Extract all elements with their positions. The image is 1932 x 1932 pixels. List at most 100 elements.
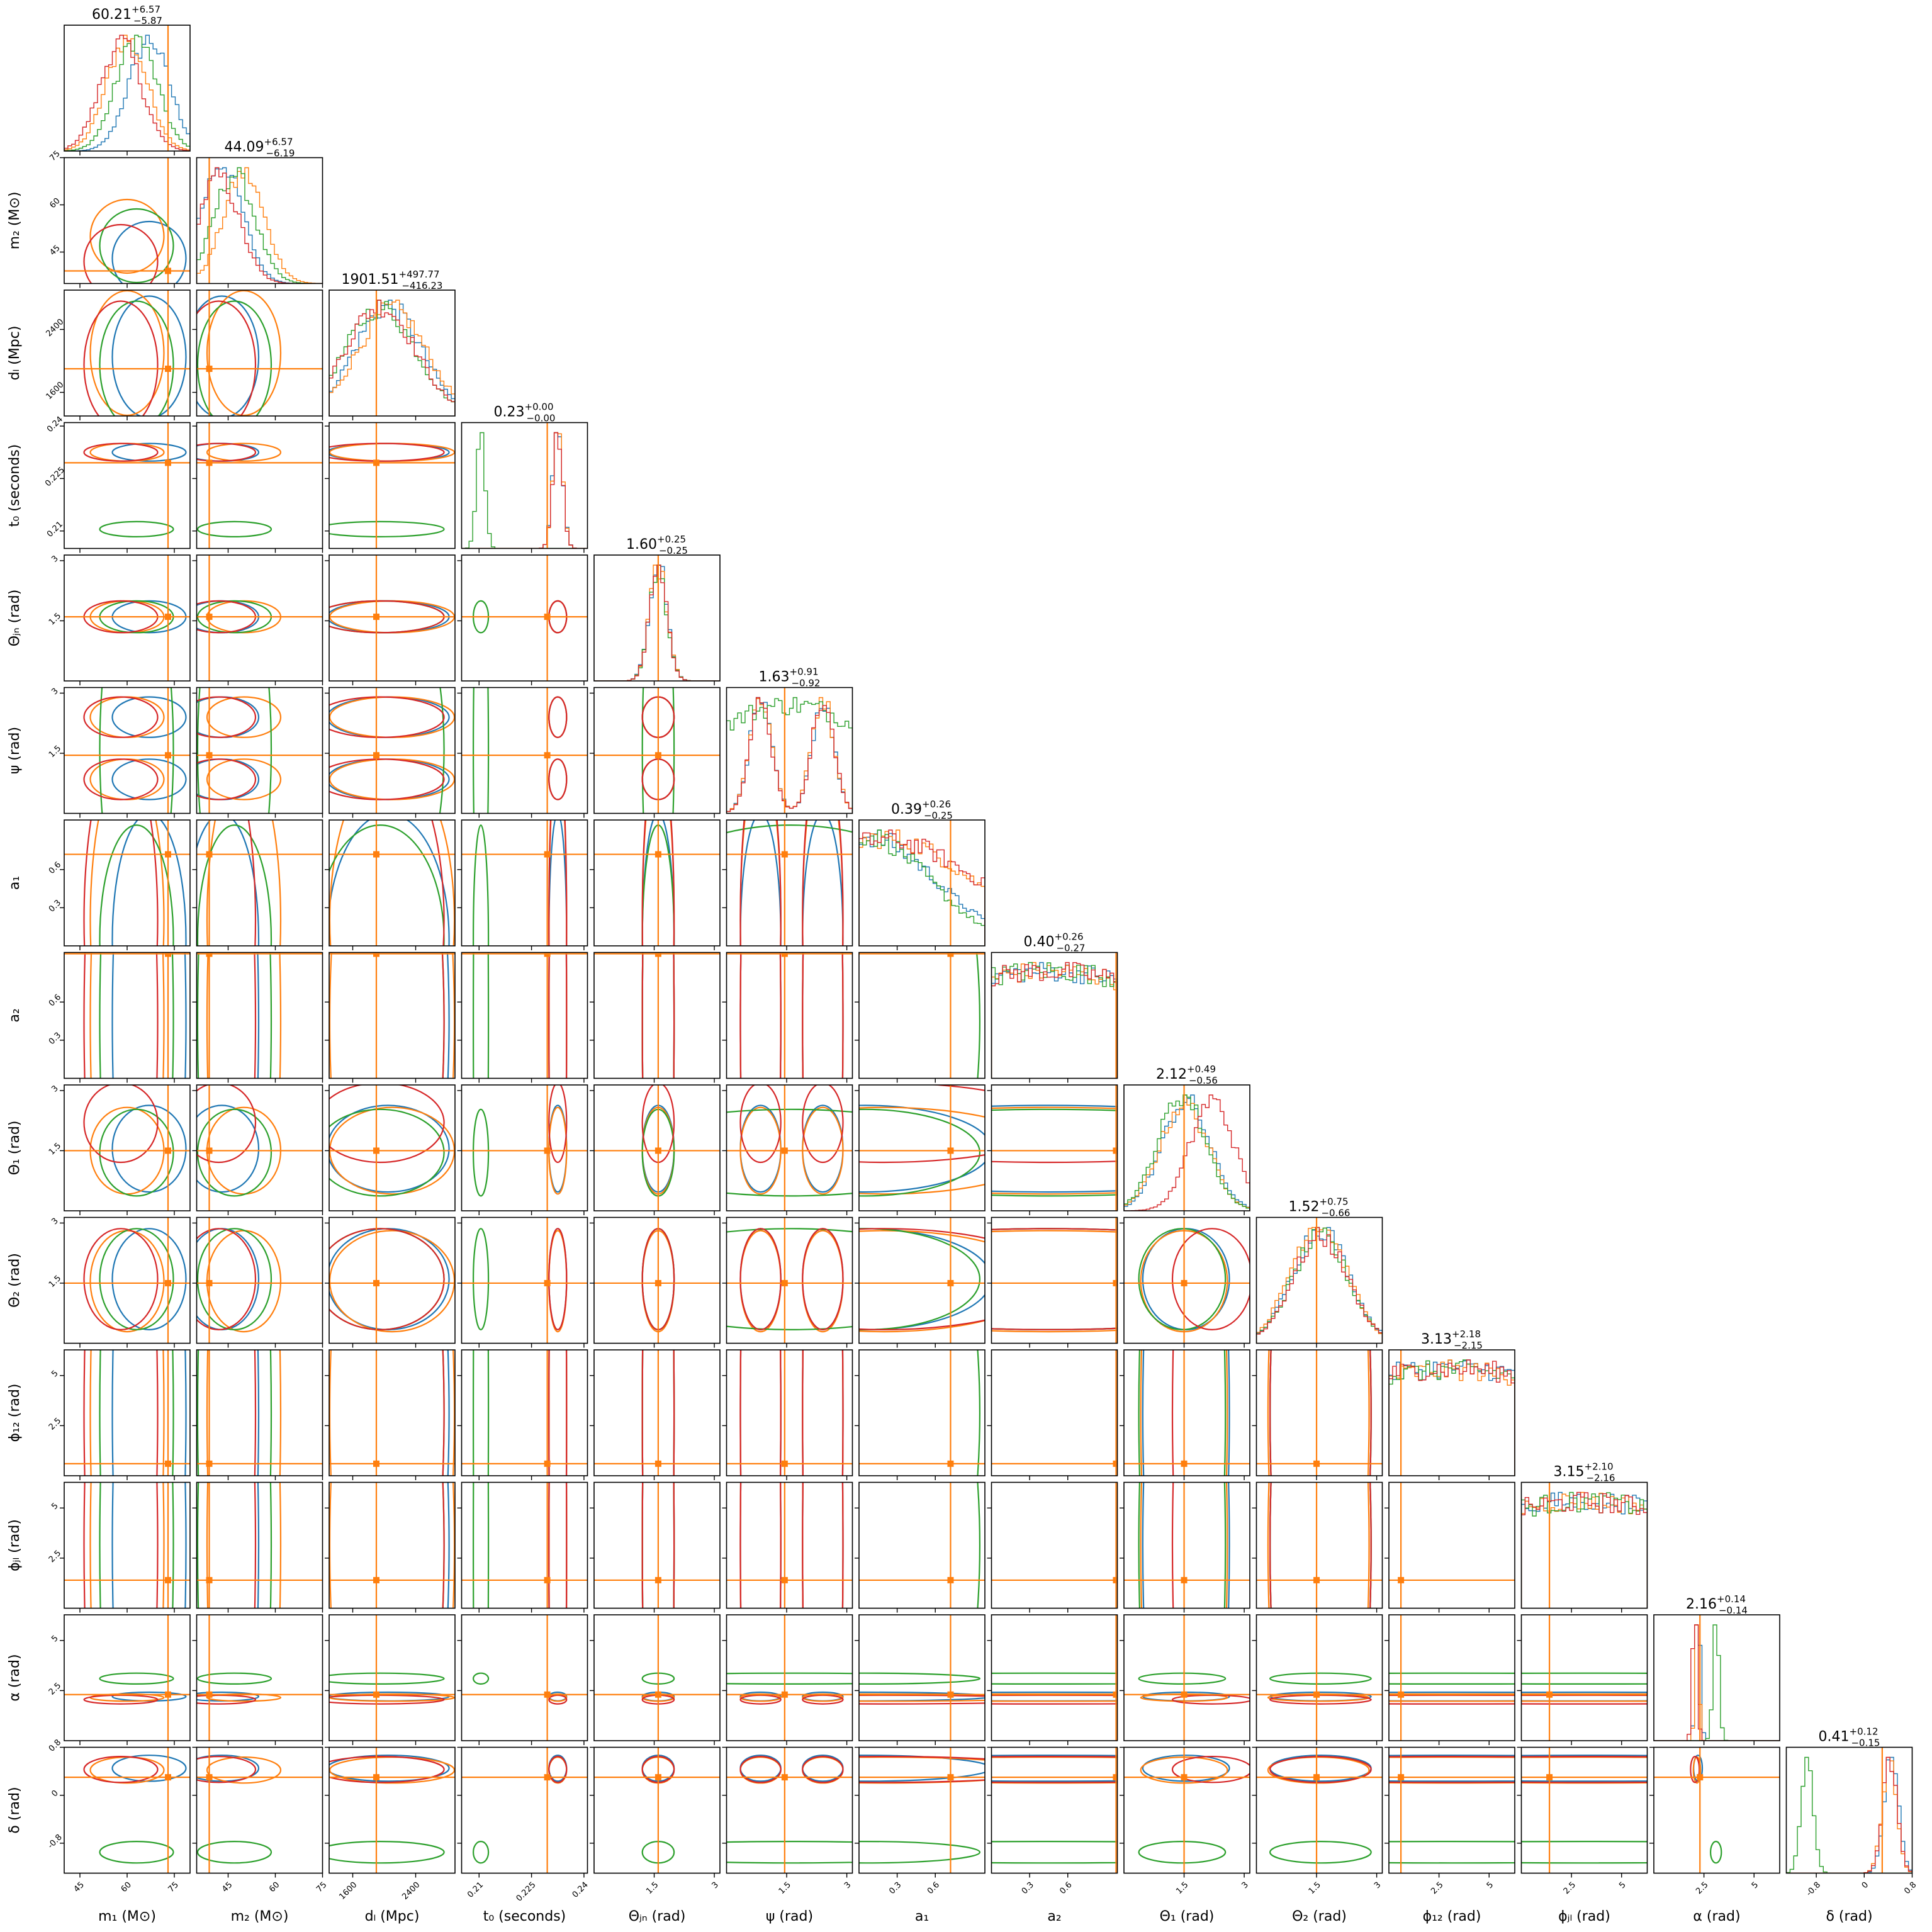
truth-marker [1113, 1774, 1118, 1781]
histogram-dL-series-0 [329, 300, 455, 416]
axes-frame [1785, 1746, 1913, 1874]
title-delta: 0.41+0.12−0.15 [1819, 1726, 1880, 1749]
contour-a2-psi-series-3 [802, 952, 844, 1079]
truth-marker [373, 1279, 379, 1286]
truth-marker [165, 1279, 171, 1286]
truth-marker [781, 851, 788, 858]
contour-psi-m2-series-1 [206, 696, 282, 738]
contour-psi-dL-series-3 [329, 758, 445, 800]
panel-phijl-phijl: 3.15+2.10−2.16 [1520, 1461, 1648, 1613]
contour-psi-m1-series-0 [111, 696, 187, 738]
axes-frame [461, 1481, 588, 1609]
axes-frame [858, 1349, 986, 1476]
contour-a1-t0-series-1 [548, 820, 568, 946]
contour-phijl-dL-series-1 [329, 1482, 455, 1609]
truth-marker [206, 459, 213, 466]
contour-theta2-dL-series-1 [329, 1230, 455, 1333]
contour-alpha-m2-series-2 [196, 1672, 272, 1685]
contour-phijl-a1-series-1 [724, 1221, 1045, 1870]
y-axis-label-phijl: ϕⱼₗ (rad) [7, 1519, 23, 1571]
contour-delta-phi12-series-2 [1389, 1841, 1515, 1864]
panel-phi12-a1 [855, 1349, 986, 1480]
histogram-theta2-series-0 [1256, 1227, 1383, 1344]
axes-frame [329, 554, 456, 682]
truth-marker [654, 1576, 661, 1583]
axes-frame [64, 1746, 191, 1874]
truth-marker [206, 752, 213, 759]
contour-t0-m1-series-2 [99, 520, 174, 538]
truth-marker [373, 952, 379, 957]
contour-phijl-a1-series-2 [977, 1482, 980, 1609]
axes-frame [64, 1614, 191, 1741]
contour-theta1-a1-series-1 [859, 1106, 985, 1195]
y-tick-label-psi: 1.5 [47, 744, 63, 760]
contour-a2-t0-series-2 [473, 952, 490, 1079]
contour-t0-m1-series-3 [83, 442, 159, 462]
truth-marker [373, 851, 379, 858]
contour-phi12-m2-series-0 [257, 1350, 260, 1476]
contour-phijl-theta2-series-0 [1269, 1482, 1372, 1609]
contour-psi-dL-series-3 [329, 696, 445, 738]
contour-dL-m2-series-0 [196, 295, 260, 416]
panel-psi-dL [325, 687, 456, 818]
contour-theta1-a2-series-0 [991, 1104, 1118, 1193]
x-axis-label-delta: δ (rad) [1826, 1909, 1872, 1924]
truth-marker [947, 1147, 954, 1154]
contour-alpha-phijl-series-2 [1521, 1672, 1648, 1685]
panel-thetajn-t0 [457, 554, 588, 685]
contour-m2-m1-series-3 [83, 223, 159, 284]
y-tick-label-t0: 0.21 [45, 520, 65, 539]
contour-phi12-psi-series-1 [739, 1350, 782, 1476]
contour-phi12-m1-series-1 [89, 1350, 165, 1476]
contour-psi-m2-series-3 [196, 758, 257, 800]
panel-phi12-m1: 2.55 [47, 1349, 191, 1480]
contour-a1-psi-series-1 [739, 820, 782, 946]
contour-delta-a1-series-3 [859, 1756, 985, 1783]
y-tick-label-m2: 75 [48, 149, 62, 163]
truth-marker [165, 851, 171, 858]
contour-a1-psi-series-0 [802, 820, 844, 946]
truth-marker [1181, 1460, 1188, 1467]
panel-t0-t0: 0.23+0.00−0.00 [461, 402, 588, 553]
contour-phijl-theta1-series-2 [1138, 1482, 1227, 1609]
contour-theta1-dL-series-2 [329, 1108, 445, 1197]
contour-phijl-dL-series-3 [442, 1482, 445, 1609]
y-tick-label-delta: -0.8 [46, 1833, 64, 1851]
x-tick-label-theta2: 3 [1373, 1880, 1383, 1890]
panel-phi12-thetajn [590, 1349, 721, 1480]
panel-theta2-theta1 [1120, 1216, 1250, 1348]
axes-frame [196, 289, 323, 417]
contour-phi12-thetajn-series-3 [641, 1350, 675, 1476]
axes-frame [461, 554, 588, 682]
contour-delta-m1-series-2 [99, 1840, 174, 1864]
axes-frame [858, 952, 986, 1079]
truth-marker [781, 1691, 788, 1698]
contour-a2-m1-series-1 [89, 952, 165, 1079]
panel-phijl-m2 [192, 1481, 323, 1613]
axes-frame [196, 1614, 323, 1741]
x-tick-label-delta: -0.8 [1804, 1880, 1822, 1899]
panel-dL-dL: 1901.51+497.77−416.23 [329, 269, 456, 420]
contour-phi12-m1-series-3 [83, 1350, 159, 1476]
axes-frame [593, 554, 721, 682]
truth-marker [544, 1279, 551, 1286]
truth-marker [206, 614, 213, 621]
panel-alpha-dL [325, 1614, 456, 1745]
contour-delta-psi-series-3 [739, 1755, 782, 1783]
truth-marker [1113, 1279, 1118, 1286]
x-tick-label-alpha: 5 [1750, 1880, 1760, 1890]
panel-theta1-a2 [987, 1084, 1118, 1215]
contour-phijl-theta1-series-0 [1142, 1482, 1230, 1609]
contour-a2-m1-series-3 [83, 952, 159, 1079]
contour-a2-m1-series-2 [99, 952, 174, 1079]
contour-phi12-psi-series-3 [802, 1350, 844, 1476]
histogram-theta2-series-2 [1256, 1227, 1383, 1344]
truth-marker [1398, 1576, 1405, 1583]
truth-marker [1181, 1279, 1188, 1286]
axes-frame [329, 1349, 456, 1476]
axes-frame [196, 1216, 323, 1344]
contour-phijl-phi12-series-2 [1127, 1221, 1777, 1870]
